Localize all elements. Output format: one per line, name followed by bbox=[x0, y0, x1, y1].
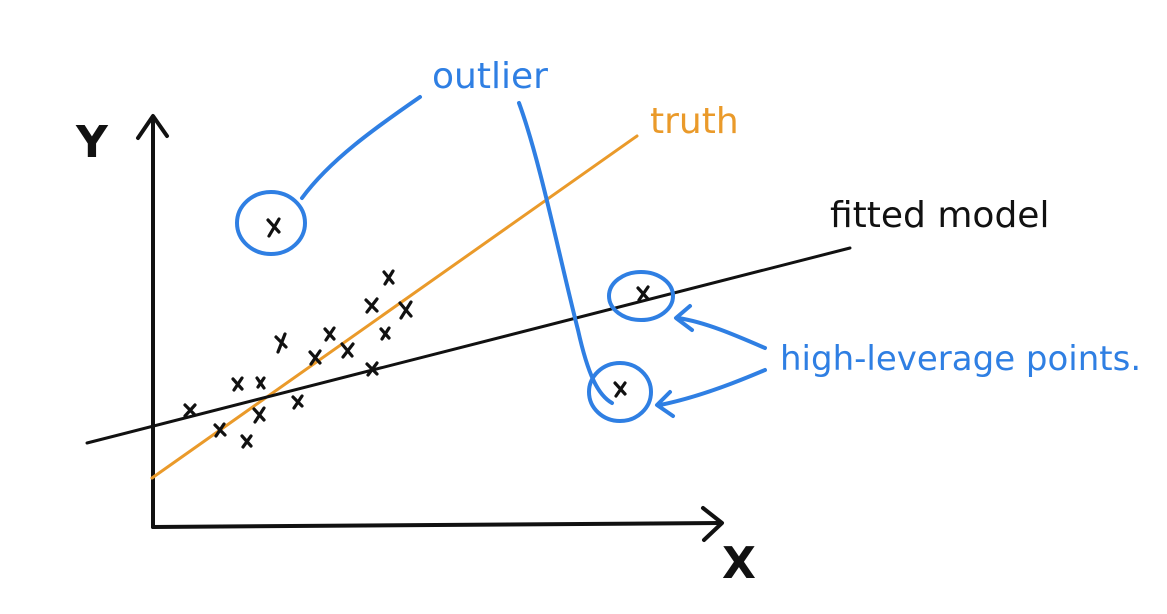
data-point bbox=[291, 394, 304, 410]
x-axis-line bbox=[151, 521, 722, 529]
data-point bbox=[252, 406, 266, 424]
high-leverage-label: high-leverage points. bbox=[780, 339, 1141, 379]
fitted-model-label: fitted model bbox=[830, 195, 1049, 236]
outlier-point bbox=[266, 217, 281, 238]
data-point bbox=[364, 297, 379, 314]
truth-line bbox=[150, 134, 639, 480]
fitted-model-line bbox=[85, 246, 852, 445]
data-point bbox=[308, 349, 322, 366]
arrow-lower-head bbox=[655, 390, 675, 418]
data-point bbox=[274, 332, 288, 354]
x-axis-label: X bbox=[722, 538, 756, 589]
axes bbox=[136, 114, 724, 542]
truth-label: truth bbox=[650, 101, 739, 142]
arrow-upper bbox=[676, 316, 767, 350]
y-axis-arrowhead bbox=[136, 114, 169, 140]
outlier-connector bbox=[300, 95, 422, 200]
outlier-to-point-curve bbox=[517, 101, 614, 405]
data-point bbox=[382, 269, 395, 286]
data-point bbox=[323, 326, 336, 342]
y-axis-label: Y bbox=[75, 117, 109, 168]
data-points bbox=[183, 269, 413, 449]
data-point bbox=[255, 376, 266, 390]
data-point bbox=[365, 361, 379, 377]
outlier-label: outlier bbox=[432, 56, 548, 97]
x-axis-arrowhead bbox=[701, 506, 724, 542]
arrow-lower bbox=[658, 368, 767, 407]
high-leverage-point-lower bbox=[613, 381, 627, 398]
data-point bbox=[231, 376, 244, 392]
data-point bbox=[379, 326, 391, 341]
data-point bbox=[240, 434, 253, 449]
data-point bbox=[398, 300, 413, 320]
high-leverage-arrows bbox=[655, 304, 767, 418]
data-point bbox=[183, 403, 197, 418]
data-point bbox=[340, 342, 355, 359]
outlier-circle bbox=[235, 190, 307, 256]
arrow-upper-head bbox=[674, 304, 694, 332]
high-leverage-point-upper bbox=[636, 285, 650, 302]
high-leverage-circle-upper bbox=[607, 270, 675, 322]
high-leverage-circle-lower bbox=[587, 361, 653, 423]
data-point bbox=[213, 422, 227, 438]
